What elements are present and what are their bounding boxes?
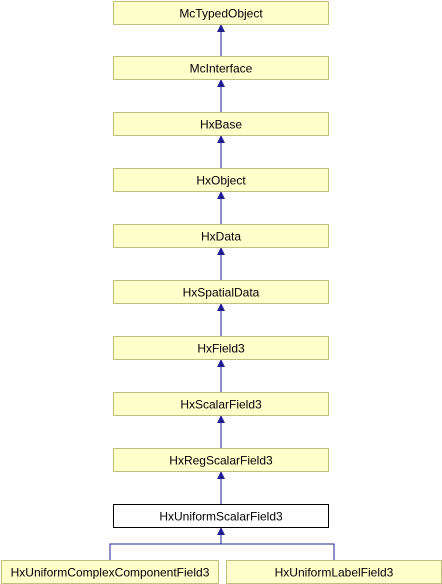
class-node-hxregscalarfield3[interactable]: HxRegScalarField3: [113, 448, 329, 472]
class-label: HxObject: [196, 174, 246, 188]
class-label: McInterface: [190, 62, 253, 76]
class-node-mcinterface[interactable]: McInterface: [113, 56, 329, 80]
class-node-hxuniformscalarfield3: HxUniformScalarField3: [113, 504, 329, 528]
class-label: HxField3: [197, 342, 245, 356]
class-box[interactable]: [113, 280, 329, 304]
class-box[interactable]: [113, 392, 329, 416]
class-label: HxUniformLabelField3: [275, 566, 394, 580]
class-label: McTypedObject: [179, 7, 263, 21]
class-label: HxScalarField3: [180, 398, 262, 412]
class-node-mctypedobject[interactable]: McTypedObject: [113, 1, 329, 25]
class-label: HxUniformScalarField3: [159, 510, 283, 524]
class-node-hxspatialdata[interactable]: HxSpatialData: [113, 280, 329, 304]
class-node-hxobject[interactable]: HxObject: [113, 168, 329, 192]
class-label: HxUniformComplexComponentField3: [11, 566, 210, 580]
class-box[interactable]: [113, 1, 329, 25]
inheritance-edge: [109, 543, 221, 560]
class-node-hxdata[interactable]: HxData: [113, 224, 329, 248]
class-box[interactable]: [113, 224, 329, 248]
class-label: HxSpatialData: [183, 286, 260, 300]
class-label: HxData: [201, 230, 241, 244]
class-box[interactable]: [113, 112, 329, 136]
class-node-hxuniformlabelfield3[interactable]: HxUniformLabelField3: [226, 560, 442, 584]
class-node-hxfield3[interactable]: HxField3: [113, 336, 329, 360]
class-box[interactable]: [113, 336, 329, 360]
class-node-hxbase[interactable]: HxBase: [113, 112, 329, 136]
class-label: HxBase: [200, 118, 242, 132]
class-node-hxscalarfield3[interactable]: HxScalarField3: [113, 392, 329, 416]
class-box: [113, 504, 329, 528]
class-box[interactable]: [113, 56, 329, 80]
class-box[interactable]: [113, 168, 329, 192]
class-label: HxRegScalarField3: [169, 454, 273, 468]
class-node-hxuniformcomplexcomponentfield3[interactable]: HxUniformComplexComponentField3: [1, 560, 219, 584]
inheritance-edge: [221, 543, 335, 560]
class-box[interactable]: [113, 448, 329, 472]
